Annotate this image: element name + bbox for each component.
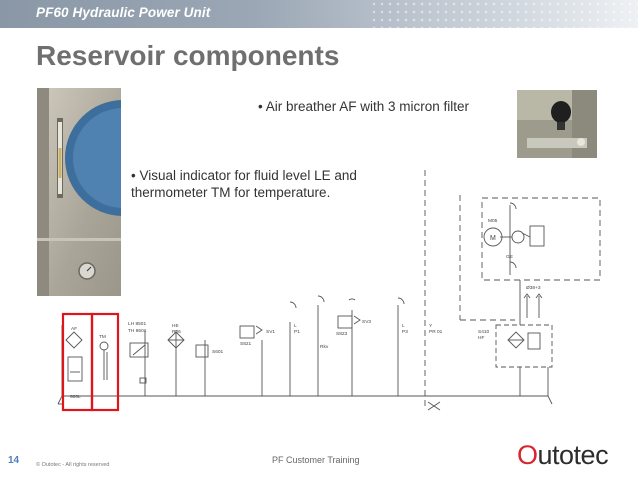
label-l-p3: L <box>402 323 405 329</box>
bullet-visual-indicator-line1: • Visual indicator for fluid level LE an… <box>131 168 357 183</box>
label-s821: S821 <box>240 341 252 347</box>
bullet-visual-indicator: • Visual indicator for fluid level LE an… <box>131 167 357 201</box>
logo-rest: utotec <box>537 440 609 470</box>
bullet-air-breather: • Air breather AF with 3 micron filter <box>258 99 470 114</box>
label-he: HE <box>172 323 179 329</box>
label-pr01: PR 01 <box>429 329 443 335</box>
label-ge: GE <box>506 254 513 260</box>
label-m05: M05 <box>488 218 498 224</box>
label-s410: S410 <box>478 329 490 335</box>
copyright: © Outotec - All rights reserved <box>36 462 110 468</box>
label-p3: P3 <box>402 329 408 335</box>
page-number: 14 <box>8 455 20 466</box>
label-s823: S823 <box>336 331 348 337</box>
label-m: M <box>490 235 496 242</box>
label-rkv: Rkv <box>320 344 329 350</box>
label-th: TH 8601 <box>128 328 147 334</box>
label-p1: P1 <box>294 329 300 335</box>
label-l-p1: L <box>294 323 297 329</box>
header-title: PF60 Hydraulic Power Unit <box>36 5 211 20</box>
label-tank: 600L <box>70 394 81 400</box>
label-r06: R06 <box>172 329 181 335</box>
label-s601: S601 <box>212 349 224 355</box>
label-sv3: SV3 <box>362 319 371 325</box>
label-dim: Ø38+3 <box>526 285 541 291</box>
label-lh: LH 8501 <box>128 321 146 327</box>
logo-first-letter: O <box>517 440 538 470</box>
tm-highlight-box <box>90 312 120 412</box>
label-hf: HF <box>478 335 484 341</box>
outotec-logo: Outotec <box>517 440 609 470</box>
label-sv1: SV1 <box>266 329 275 335</box>
label-tm: TM <box>99 334 106 340</box>
slide-title: Reservoir components <box>36 40 340 71</box>
header-dot-pattern <box>370 0 638 28</box>
label-y: Y <box>429 323 433 329</box>
footer-center-text: PF Customer Training <box>272 455 360 465</box>
label-af: AF <box>71 326 77 332</box>
bullet-visual-indicator-line2: thermometer TM for temperature. <box>131 185 331 200</box>
air-breather-photo <box>517 90 597 158</box>
reservoir-photo <box>37 88 121 296</box>
header-bar: PF60 Hydraulic Power Unit <box>0 0 638 28</box>
